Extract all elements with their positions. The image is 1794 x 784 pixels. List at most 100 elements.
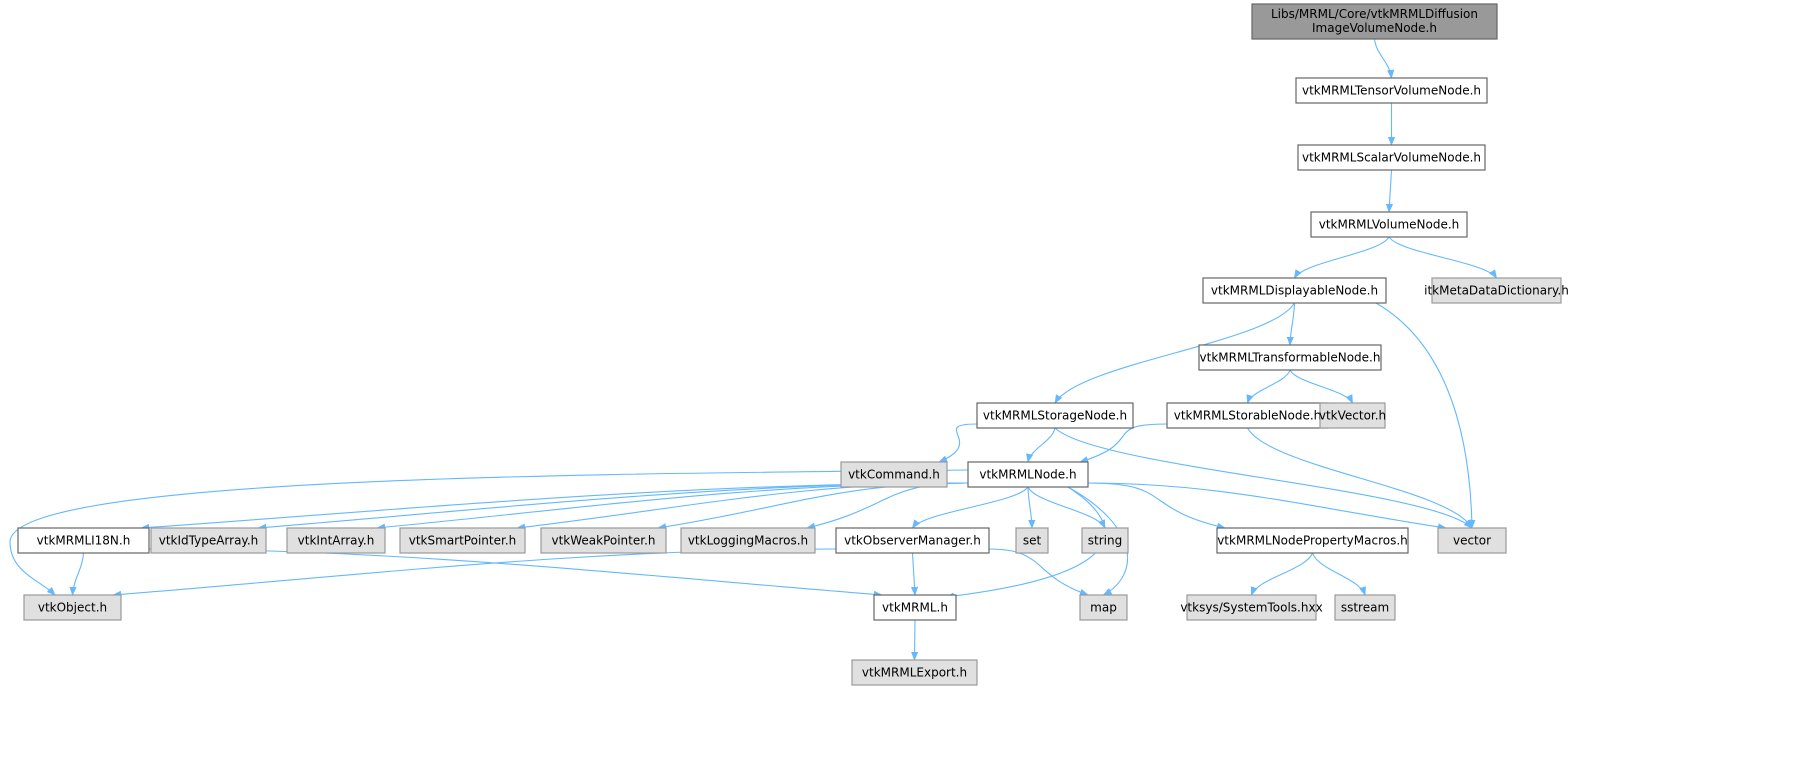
- edge-displayable-to-storage: [1054, 302, 1295, 404]
- node-box: [1198, 344, 1382, 371]
- node-label: vector: [1453, 534, 1491, 548]
- graph-node-i18n[interactable]: vtkMRMLI18N.h: [17, 527, 150, 554]
- graph-node-weakptr: vtkWeakPointer.h: [540, 527, 667, 554]
- edge-i18n-to-mrmlh: [148, 548, 883, 598]
- edge-mrmlnode-to-i18n: [140, 482, 969, 532]
- graph-node-vtkobject: vtkObject.h: [23, 594, 122, 621]
- edge-storage-to-vtkcommand: [938, 423, 978, 463]
- graph-node-root[interactable]: Libs/MRML/Core/vtkMRMLDiffusionImageVolu…: [1251, 3, 1498, 40]
- node-box: [1015, 527, 1049, 554]
- node-label: vtkIdTypeArray.h: [159, 534, 259, 548]
- graph-node-mrmlnode[interactable]: vtkMRMLNode.h: [967, 461, 1089, 488]
- graph-node-observer[interactable]: vtkObserverManager.h: [835, 527, 990, 554]
- node-label: vtkLoggingMacros.h: [688, 534, 808, 548]
- graph-node-storable[interactable]: vtkMRMLStorableNode.h: [1166, 402, 1329, 429]
- graph-node-displayable[interactable]: vtkMRMLDisplayableNode.h: [1202, 277, 1387, 304]
- node-label: set: [1023, 534, 1042, 548]
- node-box: [286, 527, 386, 554]
- graph-node-tensor[interactable]: vtkMRMLTensorVolumeNode.h: [1295, 77, 1488, 104]
- node-label: vtkSmartPointer.h: [409, 534, 516, 548]
- node-box: [840, 461, 948, 488]
- edge-observer-to-map: [988, 548, 1089, 596]
- edge-displayable-to-transformable: [1286, 302, 1296, 346]
- edge-storage-to-vector: [1054, 427, 1473, 529]
- node-box: [976, 402, 1134, 429]
- node-label: vtkObject.h: [38, 601, 107, 615]
- node-box: [680, 527, 816, 554]
- node-box: [967, 461, 1089, 488]
- graph-node-scalar[interactable]: vtkMRMLScalarVolumeNode.h: [1297, 144, 1486, 171]
- edge-observer-to-vtkobject: [112, 548, 837, 598]
- graph-node-sstream: sstream: [1334, 594, 1396, 621]
- node-label: vtkMRML.h: [882, 601, 948, 615]
- node-label: vtkMRMLTransformableNode.h: [1200, 351, 1381, 365]
- edge-propmacros-to-sstream: [1311, 552, 1367, 596]
- node-label: ImageVolumeNode.h: [1312, 21, 1437, 35]
- graph-node-vtkvector: vtkVector.h: [1319, 402, 1386, 429]
- edge-storable-to-mrmlnode: [1079, 423, 1168, 464]
- node-box: [1079, 594, 1128, 621]
- node-label: vtkWeakPointer.h: [551, 534, 655, 548]
- node-box: [851, 659, 978, 686]
- graph-node-idtype: vtkIdTypeArray.h: [150, 527, 267, 554]
- node-label: vtkMRMLDisplayableNode.h: [1211, 284, 1378, 298]
- graph-node-vector: vector: [1437, 527, 1507, 554]
- node-box: [23, 594, 122, 621]
- node-box: [1186, 594, 1317, 621]
- graph-node-transformable[interactable]: vtkMRMLTransformableNode.h: [1198, 344, 1382, 371]
- graph-node-map: map: [1079, 594, 1128, 621]
- node-box: [1202, 277, 1387, 304]
- edge-observer-to-mrmlh: [910, 552, 919, 596]
- edge-mrmlnode-to-vtkobject: [9, 469, 969, 596]
- graph-node-mrmlh[interactable]: vtkMRML.h: [873, 594, 957, 621]
- graph-node-storage[interactable]: vtkMRMLStorageNode.h: [976, 402, 1134, 429]
- node-box: [1334, 594, 1396, 621]
- node-label: vtkMRMLStorageNode.h: [983, 409, 1127, 423]
- node-label: vtkObserverManager.h: [844, 534, 981, 548]
- edge-transformable-to-storable: [1246, 369, 1291, 404]
- edge-storage-to-mrmlnode: [1026, 427, 1056, 463]
- node-box: [17, 527, 150, 554]
- edge-propmacros-to-systools: [1250, 552, 1314, 596]
- edge-mrmlnode-to-observer: [911, 486, 1029, 529]
- edge-transformable-to-vtkvector: [1289, 369, 1353, 404]
- node-label: vtkMRMLNodePropertyMacros.h: [1217, 534, 1408, 548]
- node-box: [1310, 211, 1468, 238]
- edge-mrmlnode-to-string: [1027, 486, 1106, 529]
- edge-mrmlnode-to-intarray: [376, 482, 969, 531]
- node-box: [1319, 402, 1386, 429]
- node-label: vtkMRMLStorableNode.h: [1174, 409, 1322, 423]
- node-label: sstream: [1341, 601, 1389, 615]
- node-label: vtkVector.h: [1319, 409, 1386, 423]
- edge-mrmlh-to-export: [911, 619, 919, 661]
- graph-node-logging: vtkLoggingMacros.h: [680, 527, 816, 554]
- graph-node-smartptr: vtkSmartPointer.h: [399, 527, 526, 554]
- node-label: vtkMRMLVolumeNode.h: [1319, 218, 1460, 232]
- node-box: [399, 527, 526, 554]
- node-label: vtkMRMLTensorVolumeNode.h: [1302, 84, 1481, 98]
- node-label: vtkMRMLExport.h: [862, 666, 967, 680]
- node-label: map: [1090, 601, 1117, 615]
- graph-node-intarray: vtkIntArray.h: [286, 527, 386, 554]
- node-label: vtkMRMLI18N.h: [37, 534, 131, 548]
- graph-node-export: vtkMRMLExport.h: [851, 659, 978, 686]
- edge-mrmlnode-to-logging: [806, 482, 969, 530]
- node-box: [873, 594, 957, 621]
- graph-node-vtkcommand: vtkCommand.h: [840, 461, 948, 488]
- edge-mrmlnode-to-propmacros: [1087, 482, 1226, 530]
- node-box: [1081, 527, 1129, 554]
- graph-node-itkmeta: itkMetaDataDictionary.h: [1424, 277, 1569, 304]
- edge-mrmlnode-to-set: [1027, 486, 1036, 529]
- graph-node-propmacros[interactable]: vtkMRMLNodePropertyMacros.h: [1216, 527, 1409, 554]
- node-box: [1431, 277, 1562, 304]
- edge-storable-to-vector: [1247, 427, 1473, 529]
- graph-node-volume[interactable]: vtkMRMLVolumeNode.h: [1310, 211, 1468, 238]
- graph-node-systools: vtksys/SystemTools.hxx: [1180, 594, 1323, 621]
- edge-volume-to-displayable: [1294, 236, 1390, 279]
- edge-displayable-to-vector: [1375, 302, 1476, 529]
- node-label: string: [1088, 534, 1122, 548]
- edge-scalar-to-volume: [1385, 169, 1394, 213]
- node-box: [1251, 3, 1498, 40]
- graph-node-string: string: [1081, 527, 1129, 554]
